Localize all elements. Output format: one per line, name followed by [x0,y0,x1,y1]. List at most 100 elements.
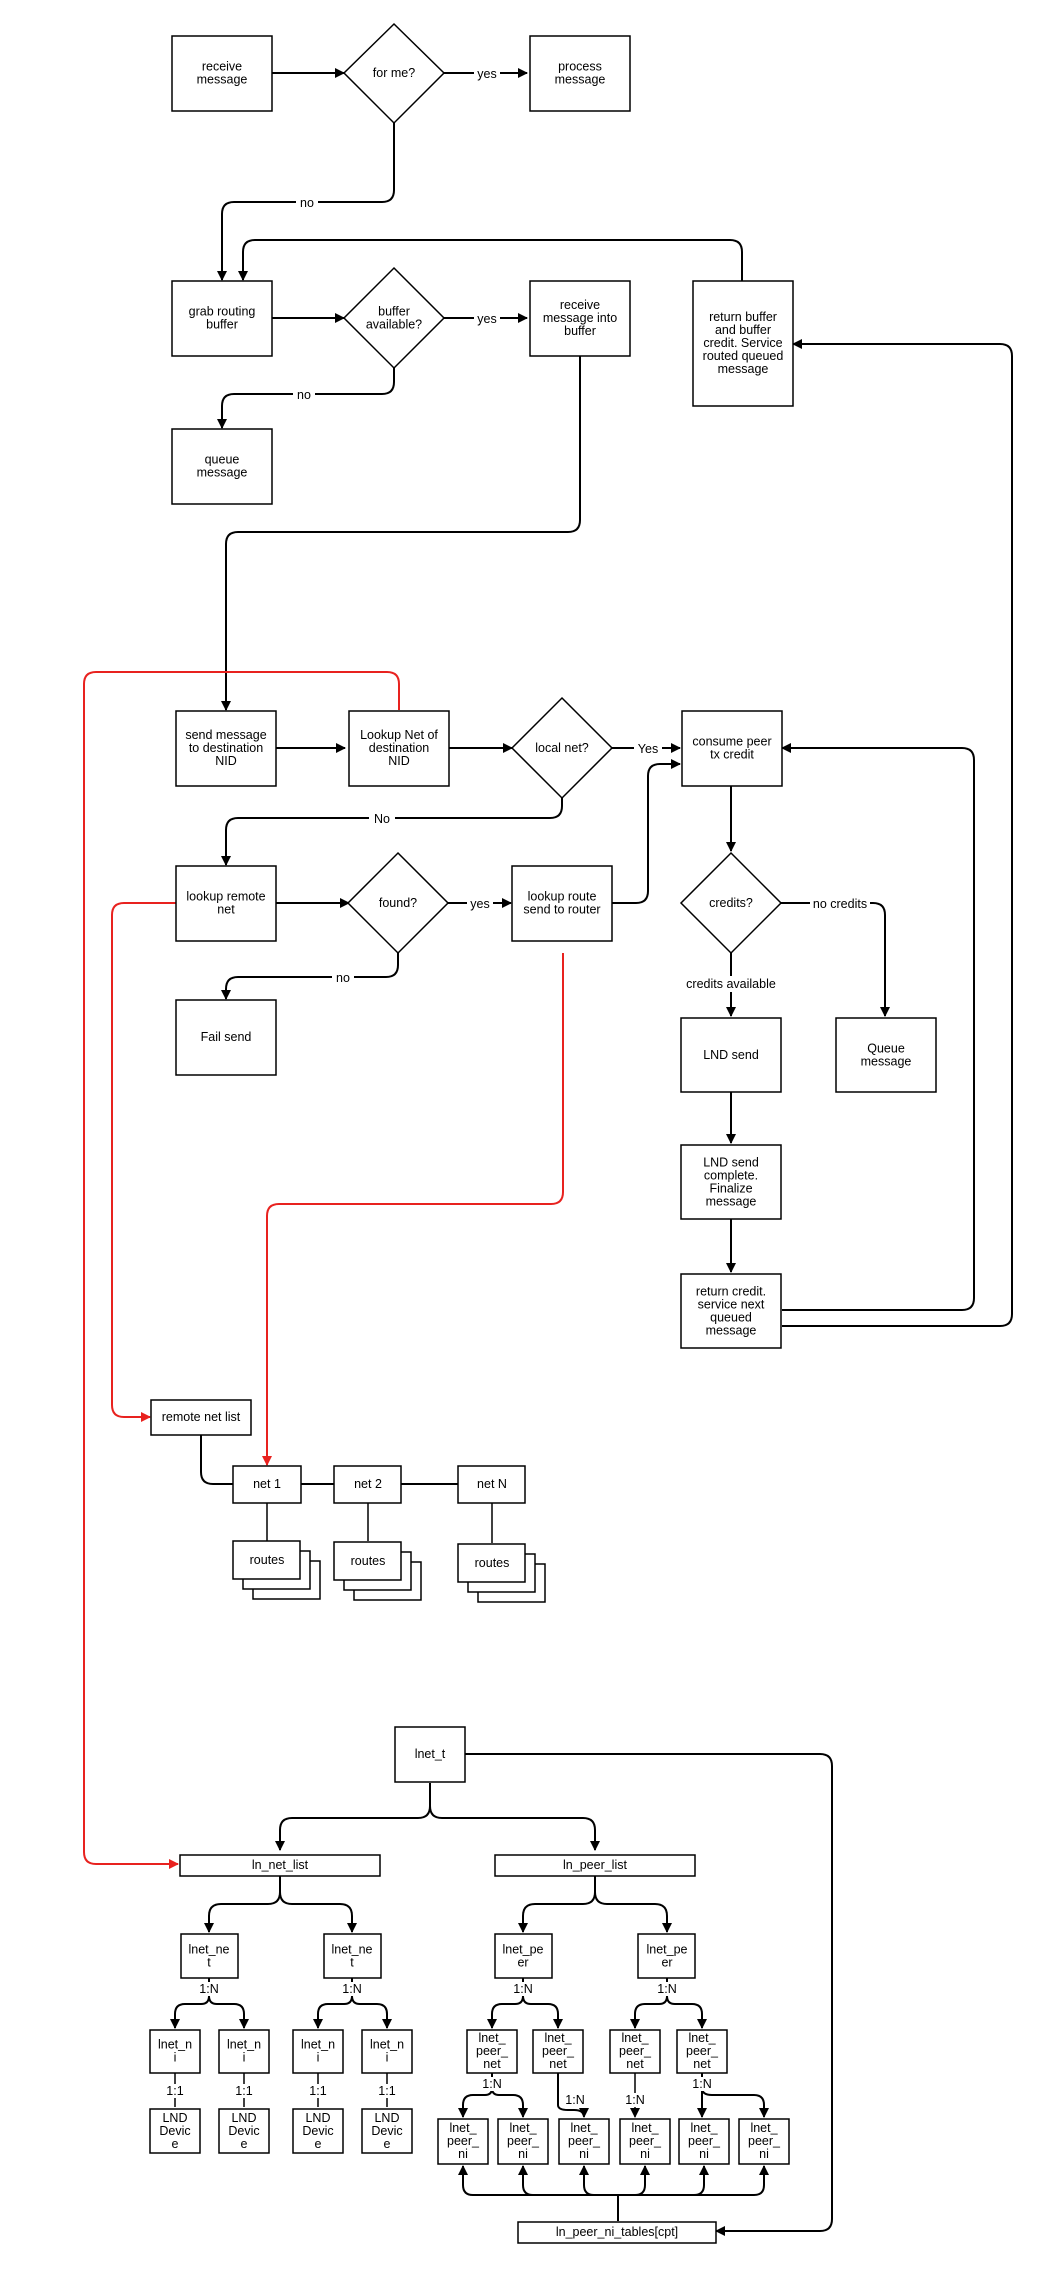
node-label-line: net [693,2057,711,2071]
edge-label-1-n: 1:N [482,2077,501,2091]
node-label-line: i [386,2051,389,2065]
node-label-line: lnet_ [478,2031,506,2045]
node-label-line: net [626,2057,644,2071]
node-label: Fail send [201,1030,252,1044]
edge-label-yes: Yes [638,742,658,756]
node-label: net N [477,1477,507,1491]
node-label-line: i [174,2051,177,2065]
ln-peer-ni-tables-node: ln_peer_ni_tables[cpt] [517,2221,717,2244]
node-label-line: tx credit [710,748,754,762]
node-label-line: destination [369,741,430,755]
node-label: for me? [373,66,415,80]
node-label-line: receive [560,298,600,312]
node-label-line: lnet_pe [502,1943,543,1957]
node-label: routes [475,1556,510,1570]
node-label-line: Queue [867,1042,905,1056]
node-label-line: Devic [371,2124,402,2138]
node-label-line: ni [518,2147,528,2161]
node-label: remote net list [162,1410,241,1424]
node-label-line: message [706,1324,757,1338]
node-label: local net? [535,741,589,755]
node-label-line: ni [699,2147,709,2161]
lnet-peer-net-node: lnet_peer_net [466,2029,518,2074]
lnet-peer-ni-node: lnet_peer_ni [678,2118,730,2165]
node-label-line: LND send [703,1156,759,1170]
edge-label-1-1: 1:1 [309,2084,326,2098]
node-label-line: buffer [564,324,596,338]
node-label-line: routes [475,1556,510,1570]
node-label-line: net [217,903,235,917]
node-label: found? [379,896,417,910]
node-label-line: return credit. [696,1285,766,1299]
node-label-line: ni [458,2147,468,2161]
node-label-line: Devic [302,2124,333,2138]
lnet-peer-ni-node: lnet_peer_ni [558,2118,610,2165]
edge-label-1-1: 1:1 [166,2084,183,2098]
node-label-line: message [197,73,248,87]
routes-stack: routes [457,1543,546,1603]
node-label-line: net N [477,1477,507,1491]
node-label-line: lnet_n [158,2038,192,2052]
node-label-line: peer_ [476,2044,509,2058]
node-label-line: peer_ [542,2044,575,2058]
credits-decision: credits? [679,851,783,955]
edge-label-credits-available: credits available [686,977,776,991]
edge-label-no: No [374,812,390,826]
node-label-line: i [243,2051,246,2065]
node-label-line: buffer [206,318,238,332]
node-label: lnet_peer_net [619,2031,652,2071]
ln-net-list-node: ln_net_list [179,1854,381,1877]
node-label-line: lnet_ [570,2121,598,2135]
edge-label-1-1: 1:1 [378,2084,395,2098]
node-label-line: and buffer [715,323,771,337]
routes-stack: routes [333,1541,422,1601]
node-label-line: Fail send [201,1030,252,1044]
net-1-node: net 1 [232,1465,302,1504]
node-label-line: grab routing [189,305,256,319]
node-label-line: lookup remote [186,890,265,904]
node-label-line: message [861,1055,912,1069]
node-label-line: queue [205,453,240,467]
found-decision: found? [346,851,450,955]
node-label-line: message [718,362,769,376]
node-label-line: peer_ [748,2134,781,2148]
node-label: lnet_peer_ni [688,2121,721,2161]
node-label: ln_peer_list [563,1858,627,1872]
node-label: lnet_peer_net [476,2031,509,2071]
node-label-line: routed queued [703,349,784,363]
node-label-line: remote net list [162,1410,241,1424]
node-label-line: lookup route [528,890,597,904]
node-label-line: peer_ [507,2134,540,2148]
edge-label-1-n: 1:N [657,1982,676,1996]
node-label-line: buffer [378,305,410,319]
node-label-line: lnet_t [415,1747,446,1761]
node-label-line: lnet_n [370,2038,404,2052]
node-label-line: ni [640,2147,650,2161]
node-label: credits? [709,896,753,910]
node-label-line: e [241,2137,248,2151]
